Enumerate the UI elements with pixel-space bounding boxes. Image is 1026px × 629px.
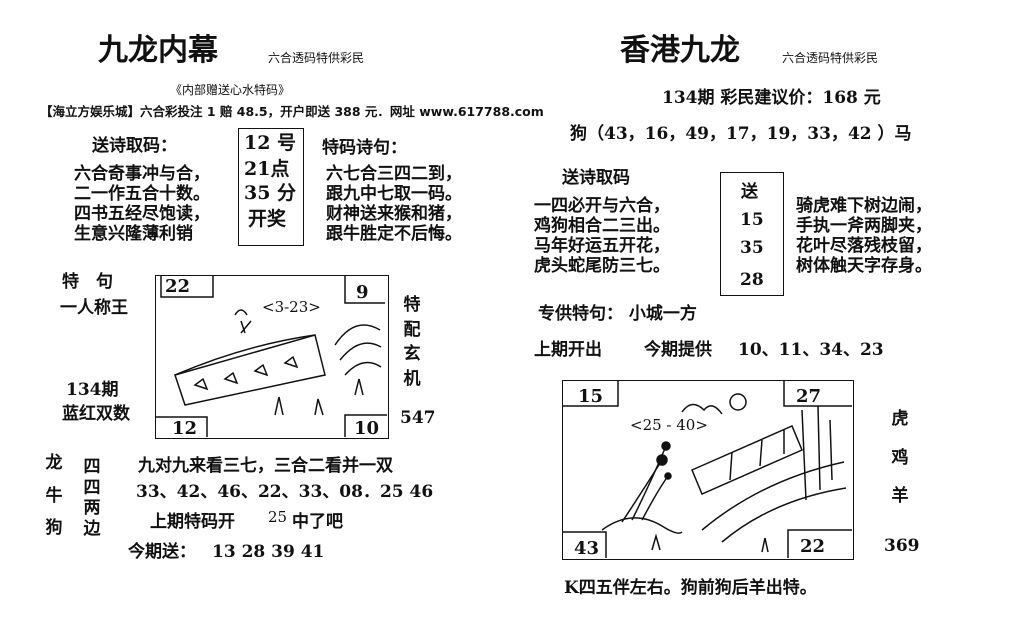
right-picture-corner-tr: 27: [796, 386, 822, 407]
right-footer: K四五伴左右。狗前狗后羊出特。: [564, 578, 817, 598]
right-poem2-line: 骑虎难下树边闹，: [796, 196, 932, 216]
left-color-label: 蓝红双数: [62, 404, 130, 424]
left-today-label: 今期送：: [128, 542, 196, 562]
left-special-poem-line: 财神送来猴和猪，: [326, 204, 462, 224]
left-last-label: 上期特码开: [150, 512, 235, 532]
right-poem2-line: 手执一斧两脚夹，: [796, 216, 932, 236]
right-side-number: 369: [884, 536, 920, 556]
left-send-poem-line: 生意兴隆薄利销: [74, 224, 193, 244]
right-poem2-line: 花叶尽落残枝留，: [796, 236, 932, 256]
left-draw-hour: 21点: [244, 158, 290, 180]
left-side-char: 特: [403, 295, 421, 315]
right-send-box-num: 15: [740, 210, 764, 230]
right-side-char: 鸡: [891, 447, 909, 468]
right-picture-corner-tl: 15: [578, 386, 604, 407]
zodiac-char: 四: [83, 477, 101, 498]
left-side-char: 玄: [403, 344, 421, 365]
right-send-poem-line: 马年好运五开花，: [534, 236, 670, 256]
left-picture-corner-bl: 12: [172, 418, 198, 439]
left-draw-no: 12 号: [244, 132, 297, 154]
right-picture-corner-bl: 43: [574, 538, 600, 559]
right-provide-label: 今期提供: [644, 340, 712, 360]
left-send-poem-line: 六合奇事冲与合，: [74, 164, 210, 184]
left-draw-time-box: [238, 128, 304, 246]
left-special-poem-label: 特码诗句：: [322, 138, 407, 158]
zodiac-char: 牛: [45, 485, 63, 506]
right-title: 香港九龙: [620, 33, 740, 68]
zodiac-char: 狗: [45, 518, 63, 539]
right-side-char: 虎: [891, 409, 909, 429]
right-sketch-drawing: [562, 380, 852, 558]
zodiac-char: 龙: [45, 453, 63, 473]
right-send-poem-label: 送诗取码: [562, 168, 630, 188]
left-draw-label: 开奖: [248, 208, 287, 230]
left-hint-line: 九对九来看三七，三合二看并一双: [138, 456, 393, 476]
right-zodiac-row: 狗（43，16，49，17，19，33，42 ）马: [570, 124, 912, 144]
right-issue-price: 134期 彩民建议价：168 元: [662, 88, 881, 108]
left-picture-corner-tr: 9: [356, 282, 369, 303]
left-side-vertical-text: 特 配 玄 机: [400, 296, 424, 389]
right-send-poem-line: 鸡狗相合二三出。: [534, 216, 670, 236]
left-title-sub: 六合透码特供彩民: [268, 51, 365, 65]
left-send-poem-line: 四书五经尽饱读，: [74, 204, 210, 224]
zodiac-char: 四: [83, 457, 101, 477]
right-send-box-num: 35: [740, 238, 764, 258]
left-today-nums: 13 28 39 41: [212, 542, 325, 562]
left-issue: 134期: [66, 380, 119, 400]
left-picture-frame: [155, 275, 389, 439]
left-special-phrase: 一人称王: [60, 298, 128, 318]
left-side-char: 配: [403, 319, 421, 340]
left-zodiac-col2: 四 四 两 边: [80, 458, 104, 539]
right-send-poem-line: 虎头蛇尾防三七。: [534, 256, 670, 276]
left-picture-range: <3-23>: [262, 298, 321, 316]
left-picture-corner-br: 10: [354, 418, 380, 439]
right-side-vertical-text: 虎 鸡 羊: [888, 410, 912, 506]
left-last-tail: 中了吧: [292, 512, 343, 532]
right-send-box: [720, 172, 784, 296]
left-title: 九龙内幕: [98, 33, 218, 68]
left-special-poem-line: 跟九中七取一码。: [326, 184, 462, 204]
left-numbers-line: 33、42、46、22、33、08．25 46: [136, 482, 434, 502]
right-picture-corner-br: 22: [800, 536, 826, 557]
left-gift-note: 《内部赠送心水特码》: [170, 83, 291, 97]
right-picture-range: <25 - 40>: [630, 416, 708, 434]
right-send-poem-line: 一四必开与六合，: [534, 196, 670, 216]
left-special-poem-line: 六七合三四二到，: [326, 164, 462, 184]
right-send-box-num: 28: [740, 270, 764, 290]
left-picture-corner-tl: 22: [165, 276, 191, 297]
left-special-phrase-label: 特 句: [62, 272, 113, 292]
left-last-num: 25: [268, 508, 288, 526]
left-draw-minute: 35 分: [244, 182, 297, 204]
left-side-char: 机: [403, 369, 421, 390]
right-provide-nums: 10、11、34、23: [738, 340, 884, 360]
left-zodiac-col1: 龙 牛 狗: [42, 454, 66, 538]
left-special-poem-line: 跟牛胜定不后悔。: [326, 224, 462, 244]
left-send-poem-line: 二一作五合十数。: [74, 184, 210, 204]
left-send-poem-label: 送诗取码：: [92, 136, 177, 156]
right-special-phrase: 专供特句： 小城一方: [538, 304, 697, 324]
right-poem2-line: 树体触天字存身。: [796, 256, 932, 276]
right-send-box-label: 送: [741, 182, 758, 202]
left-ad-line: 【海立方娱乐城】六合彩投注 1 赔 48.5，开户即送 388 元．网址 www…: [40, 104, 544, 119]
left-side-number: 547: [400, 408, 436, 428]
left-sketch-drawing: [155, 275, 387, 437]
right-picture-frame: [562, 380, 854, 560]
right-title-sub: 六合透码特供彩民: [782, 51, 879, 65]
right-last-issue: 上期开出: [534, 340, 602, 360]
zodiac-char: 两: [83, 498, 101, 519]
zodiac-char: 边: [83, 519, 101, 540]
right-side-char: 羊: [891, 486, 909, 507]
